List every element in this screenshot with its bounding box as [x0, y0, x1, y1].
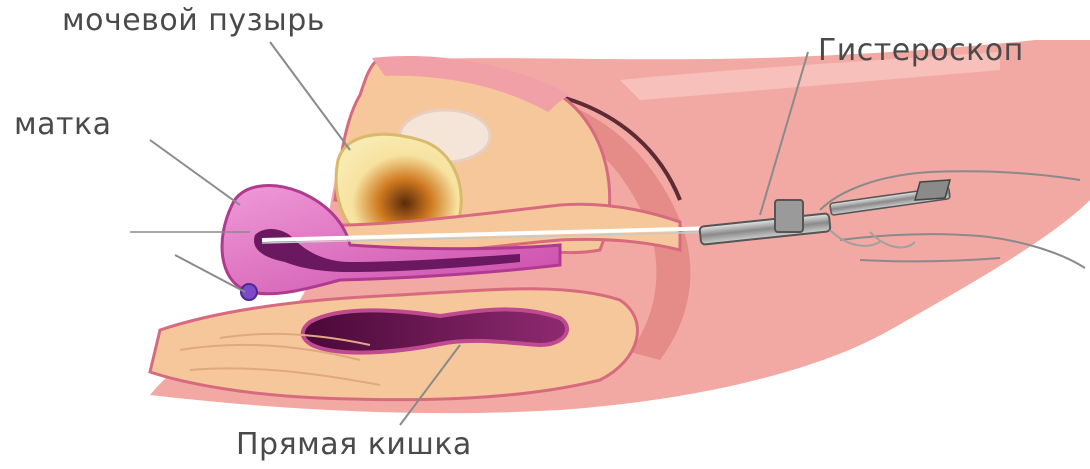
- label-rectum: Прямая кишка: [236, 430, 472, 460]
- label-hysteroscope: Гистероскоп: [818, 36, 1024, 66]
- leader-uterus: [150, 140, 240, 205]
- label-uterus: матка: [14, 110, 112, 140]
- label-bladder: мочевой пузырь: [62, 6, 325, 36]
- leader-bladder: [270, 42, 350, 150]
